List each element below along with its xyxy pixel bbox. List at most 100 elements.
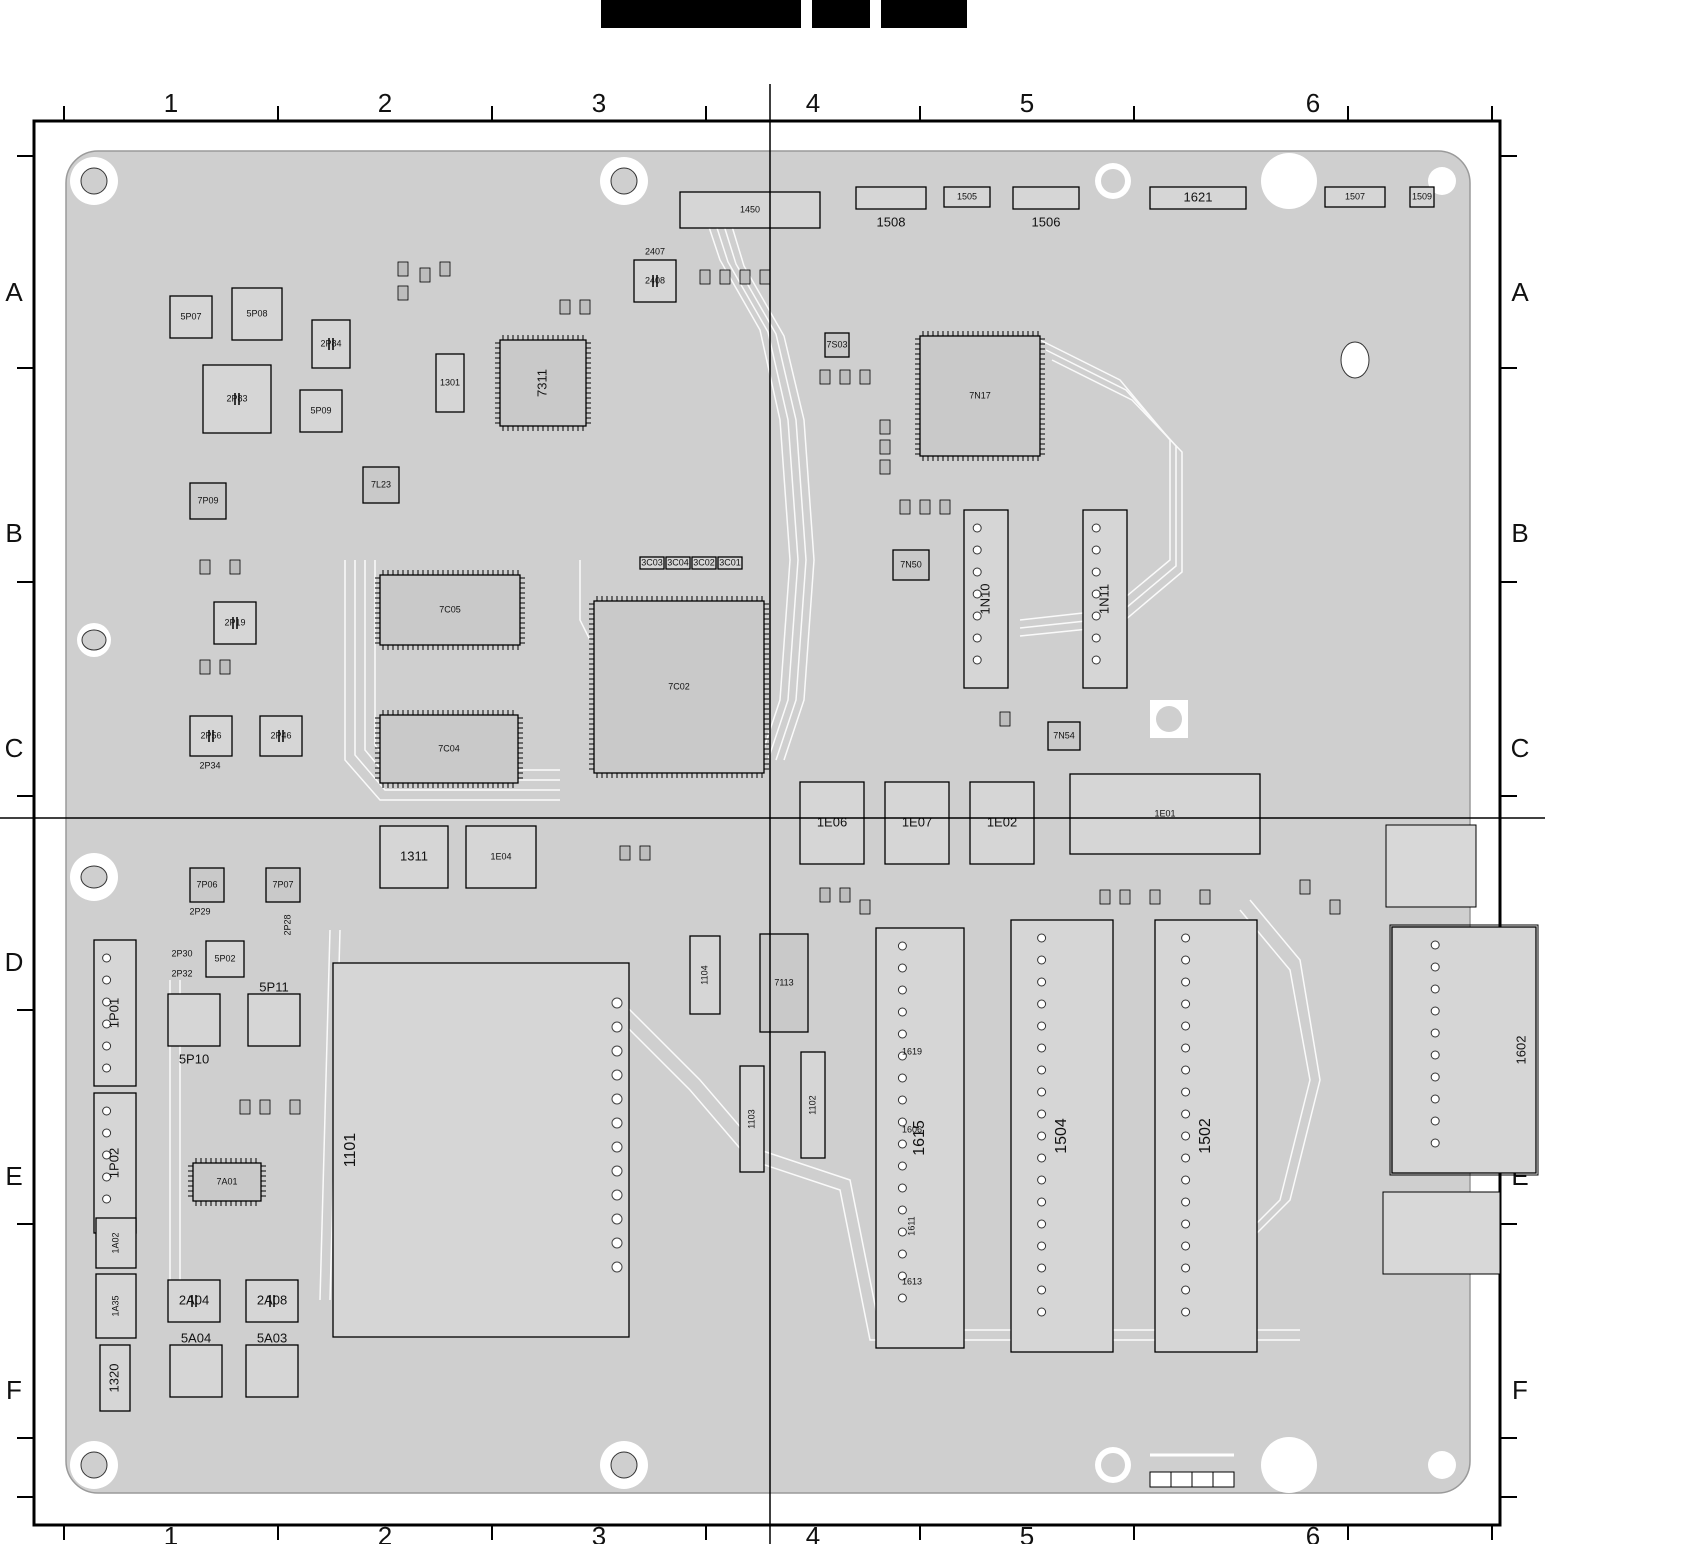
component-1104: 1104 [689,935,721,1015]
component-7a01: 7A01 [188,1158,266,1206]
smd-pad [559,299,571,315]
connector-pin [102,1172,112,1182]
component-label: 1450 [740,204,760,214]
connector-pin [1430,962,1440,972]
tuner-pin [611,1237,623,1249]
connector-pin [1037,933,1047,943]
connector-pin [102,1063,112,1073]
col-label-bottom: 6 [1306,1521,1320,1544]
connector-pin [1037,955,1047,965]
component-label: 1505 [957,191,977,201]
connector-pin [897,1029,907,1039]
connector-pin [897,1051,907,1061]
component-2a08: 2A08 [245,1279,299,1323]
connector-pin [972,611,982,621]
component-body [739,1065,765,1173]
smd-pad [397,285,409,301]
component-body [969,781,1035,865]
component-2p29: 2P29 [189,906,210,916]
component-body [855,186,927,210]
connector-pin [1091,523,1101,533]
connector-pin [897,1073,907,1083]
component-body [633,259,677,303]
connector-pin [1037,1263,1047,1273]
component-1619b: 1619 [902,1046,922,1056]
connector-pin [1181,977,1191,987]
component-body [875,927,965,1349]
connector-pin [972,545,982,555]
col-label-bottom: 3 [592,1521,606,1544]
component-label: 1320 [106,1364,121,1393]
component-2p56: 2P56 [189,715,233,757]
smd-pad [619,845,631,861]
component-label: 1E02 [987,814,1017,829]
component-7113: 7113 [759,933,809,1033]
component-body [167,1279,221,1323]
mounting-hole-br3 [1428,1451,1456,1479]
mounting-hole-l1 [77,623,111,657]
component-1301: 1301 [435,353,465,413]
component-label: 5A03 [257,1330,287,1345]
connector-pin [1037,1219,1047,1229]
component-2p19: 2P19 [213,601,257,645]
component-body [169,1344,223,1398]
col-label-bottom: 4 [806,1521,820,1544]
smd-pad [759,269,771,285]
connector-pin [1181,1197,1191,1207]
component-7p09: 7P09 [189,482,227,520]
connector-pin [1091,545,1101,555]
component-body [1409,186,1435,208]
component-body [593,600,765,774]
component-7n17: 7N17 [915,331,1045,461]
component-1450: 1450 [679,191,821,229]
component-1509: 1509 [1409,186,1435,208]
component-label: 1602 [1513,1036,1528,1065]
component-1611: 1611 [906,1216,916,1235]
connector-pin [897,1249,907,1259]
component-label: 2P56 [200,730,221,740]
smd-pad [1299,879,1311,895]
component-label: 7C02 [668,681,690,691]
col-label-top: 2 [378,88,392,118]
connector-pin [1181,1285,1191,1295]
component-label: 2407 [645,246,665,256]
component-body [379,825,449,889]
smd-pad [439,261,451,277]
component-body [884,781,950,865]
tuner-pin [611,1117,623,1129]
component-label: 1101 [342,1133,359,1168]
connector-pin [1430,1094,1440,1104]
component-label: 3C01 [719,557,741,567]
connector-pin [1181,1263,1191,1273]
col-label-bottom: 1 [164,1521,178,1544]
connector-pin [897,1183,907,1193]
connector-pin [1181,999,1191,1009]
connector-pin [1037,1175,1047,1185]
row-label-left: F [6,1375,22,1405]
component-body [95,1273,137,1339]
connector-pin [1181,1175,1191,1185]
connector-pin [1181,1307,1191,1317]
component-label: 2P19 [224,617,245,627]
smd-pad [229,559,241,575]
component-label: 5P02 [214,953,235,963]
connector-pin [1181,1065,1191,1075]
connector-pin [1037,977,1047,987]
component-label: 5A04 [181,1330,211,1345]
connector-pin [1037,1241,1047,1251]
smd-pad [1329,899,1341,915]
component-2p28: 2P28 [282,914,292,935]
component-body [679,191,821,229]
tuner-pin [611,1141,623,1153]
smd-pad [859,899,871,915]
mounting-holes [70,153,1456,1493]
component-label: 2408 [645,275,665,285]
component-2p32: 2P32 [171,968,192,978]
component-2p46: 2P46 [259,715,303,757]
mounting-hole-tr1-inner [1101,169,1125,193]
connector-pin [1091,589,1101,599]
col-label-top: 5 [1020,88,1034,118]
component-label: 7A01 [216,1176,237,1186]
connector-pin [1091,567,1101,577]
